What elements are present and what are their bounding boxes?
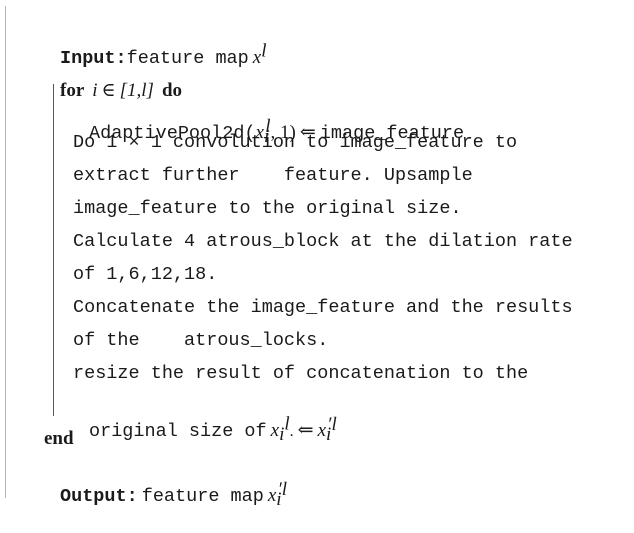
l1-var: x [255, 122, 264, 143]
body-line-6-text: of 1,6,12,18. [73, 264, 218, 285]
body-line-5-text: Calculate 4 atrous_block at the dilation… [73, 231, 573, 252]
for-var: i [92, 80, 98, 101]
l10-result-var: x [317, 420, 326, 441]
input-var: x [252, 47, 262, 68]
output-text: feature map [141, 486, 264, 507]
body-line-8-text: of the atrous_locks. [73, 330, 329, 351]
output-label: Output: [60, 486, 138, 507]
output-sup: ′l [277, 478, 287, 500]
l10-sup: l [284, 413, 290, 435]
for-range: [1,l] [119, 80, 154, 101]
l10-result-sup: ′l [327, 413, 337, 435]
input-sup: l [261, 40, 267, 62]
l10-result-sub: i [326, 424, 332, 446]
end-keyword: end [44, 428, 74, 449]
algorithm-box [5, 6, 631, 498]
input-text: feature map [126, 48, 249, 69]
for-loop-bar [53, 84, 54, 416]
l10-sub: i [279, 424, 285, 446]
l10-arrow: ⇐ [297, 420, 314, 441]
l1-sup: l [265, 115, 271, 137]
body-line-2-text: Do 1 × 1 convolution to image_feature to [73, 132, 518, 153]
l10-var: x [270, 420, 280, 441]
body-line-7-text: Concatenate the image_feature and the re… [73, 297, 573, 318]
output-sub: i [276, 489, 282, 511]
l10-dot: . [289, 423, 294, 440]
adaptive-pool-func: AdaptivePool2d( [89, 123, 256, 144]
for-in: ∈ [101, 80, 116, 101]
l1-sub: i [263, 126, 270, 148]
body-line-9-text: resize the result of concatenation to th… [73, 363, 529, 384]
body-line-3-text: extract further feature. Upsample [73, 165, 473, 186]
input-label: Input: [60, 48, 127, 69]
output-var: x [267, 485, 277, 506]
l1-target: image_feature [319, 123, 465, 144]
l1-arrow: ⇐ [299, 122, 316, 143]
l1-rest: , 1) [270, 122, 296, 143]
body-line-4-text: image_feature to the original size. [73, 198, 462, 219]
do-keyword: do [161, 80, 183, 101]
l10-text: original size of [89, 421, 267, 442]
for-keyword: for [60, 80, 85, 101]
